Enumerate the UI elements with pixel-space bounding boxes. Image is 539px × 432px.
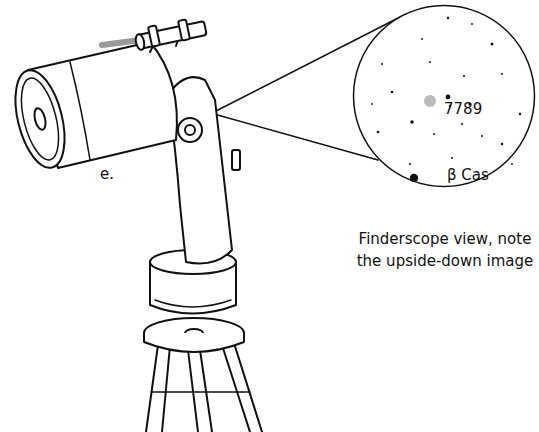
text-fragment: e.: [100, 165, 114, 183]
star: [381, 63, 383, 65]
star: [501, 143, 503, 145]
nebula: [424, 95, 436, 107]
star: [446, 95, 451, 100]
object-label: β Cas: [447, 166, 489, 184]
star: [447, 17, 449, 19]
star: [429, 61, 431, 63]
finderscope: [134, 19, 206, 52]
star: [481, 135, 483, 137]
bright-star: [410, 174, 418, 182]
star: [519, 113, 521, 115]
caption: Finderscope view, note the upside-down i…: [352, 228, 538, 272]
fork-arm: [168, 77, 240, 263]
view-circle: [352, 4, 536, 188]
star: [463, 75, 465, 77]
star: [501, 73, 503, 75]
star: [433, 133, 435, 135]
star: [377, 131, 380, 134]
finderscope-view: 7789 β Cas: [352, 4, 536, 188]
star: [471, 23, 473, 25]
tripod: [144, 318, 262, 432]
star: [421, 38, 423, 40]
telescope-tube: [7, 42, 177, 173]
star: [371, 103, 373, 105]
star: [410, 120, 414, 124]
star: [391, 91, 394, 94]
star: [491, 43, 494, 46]
star: [451, 157, 453, 159]
object-label: 7789: [444, 100, 482, 118]
star: [511, 163, 513, 165]
star: [461, 123, 463, 125]
star: [409, 163, 411, 165]
